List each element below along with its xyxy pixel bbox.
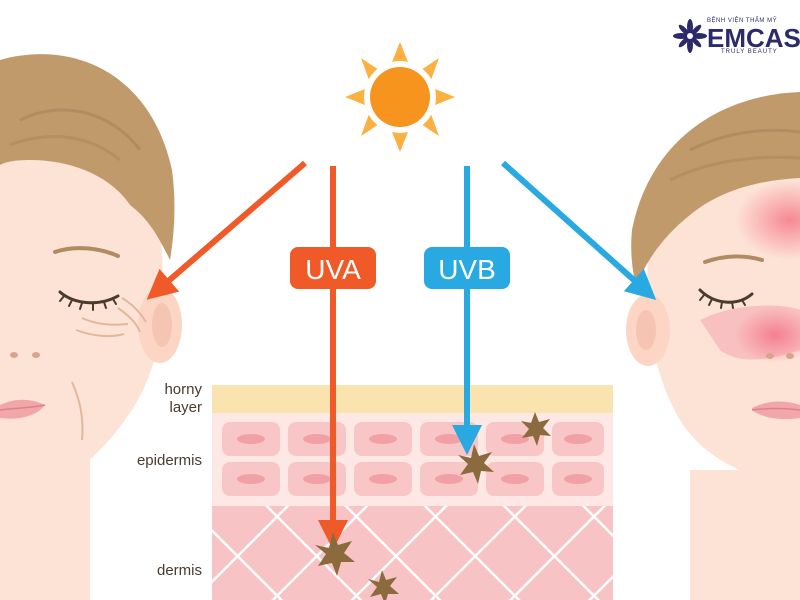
uva-label-box: UVA [290, 247, 376, 289]
dermis-band [212, 506, 613, 600]
uvb-label-box: UVB [424, 247, 510, 289]
left-face-illustration [0, 54, 182, 600]
sun-icon [345, 42, 455, 152]
spot-dermis-1 [315, 532, 355, 576]
epidermis-label: epidermis [136, 452, 202, 469]
uva-rays [146, 160, 348, 550]
logo-name: EMCAS [707, 23, 800, 53]
logo-top-text: BỆNH VIỆN THẨM MỸ [707, 18, 778, 24]
skin-cross-section [212, 385, 613, 600]
spot-epidermis-2 [458, 444, 494, 484]
right-face-illustration [626, 92, 800, 600]
horny-layer-label: horny layer [164, 381, 202, 416]
emcas-logo-flower-icon [673, 19, 707, 53]
spot-epidermis-1 [521, 412, 551, 446]
logo-tagline: TRULY BEAUTY [721, 49, 778, 55]
dermis-label: dermis [156, 562, 202, 579]
horny-layer-band [212, 385, 613, 413]
emcas-logo: BỆNH VIỆN THẨM MỸ EMCAS TRULY BEAUTY [675, 18, 800, 58]
spot-dermis-2 [368, 570, 399, 600]
uva-label: UVA [305, 254, 361, 285]
uvb-label: UVB [438, 254, 496, 285]
uvb-rays [452, 160, 657, 455]
pigment-spots [315, 412, 551, 600]
